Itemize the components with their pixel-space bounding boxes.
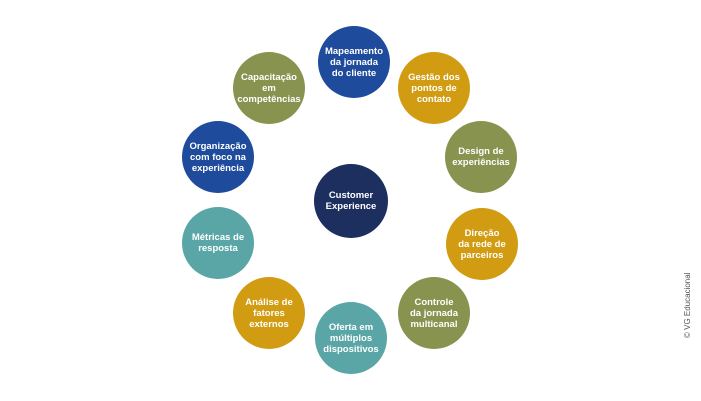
node-label: Design de experiências (452, 146, 510, 168)
node-analise: Análise de fatores externos (233, 277, 305, 349)
node-mapeamento: Mapeamento da jornada do cliente (318, 26, 390, 98)
center-node: Customer Experience (314, 164, 388, 238)
node-design: Design de experiências (445, 121, 517, 193)
node-metricas: Métricas de resposta (182, 207, 254, 279)
node-label: Mapeamento da jornada do cliente (324, 45, 384, 79)
node-label: Capacitação em competências (237, 71, 301, 105)
center-node-label: Customer Experience (325, 190, 377, 212)
node-label: Métricas de resposta (191, 232, 245, 254)
node-label: Análise de fatores externos (245, 296, 293, 330)
node-label: Gestão dos pontos de contato (408, 71, 460, 105)
node-organizacao: Organização com foco na experiência (182, 121, 254, 193)
node-oferta: Oferta em múltiplos dispositivos (315, 302, 387, 374)
node-capacitacao: Capacitação em competências (233, 52, 305, 124)
node-label: Organização com foco na experiência (189, 140, 247, 174)
node-gestao: Gestão dos pontos de contato (398, 52, 470, 124)
node-direcao: Direção da rede de parceiros (446, 208, 518, 280)
node-label: Controle da jornada multicanal (409, 296, 459, 330)
node-label: Direção da rede de parceiros (458, 227, 506, 261)
node-label: Oferta em múltiplos dispositivos (323, 321, 379, 355)
node-controle: Controle da jornada multicanal (398, 277, 470, 349)
copyright-credit: © VG Educacional (683, 272, 692, 338)
